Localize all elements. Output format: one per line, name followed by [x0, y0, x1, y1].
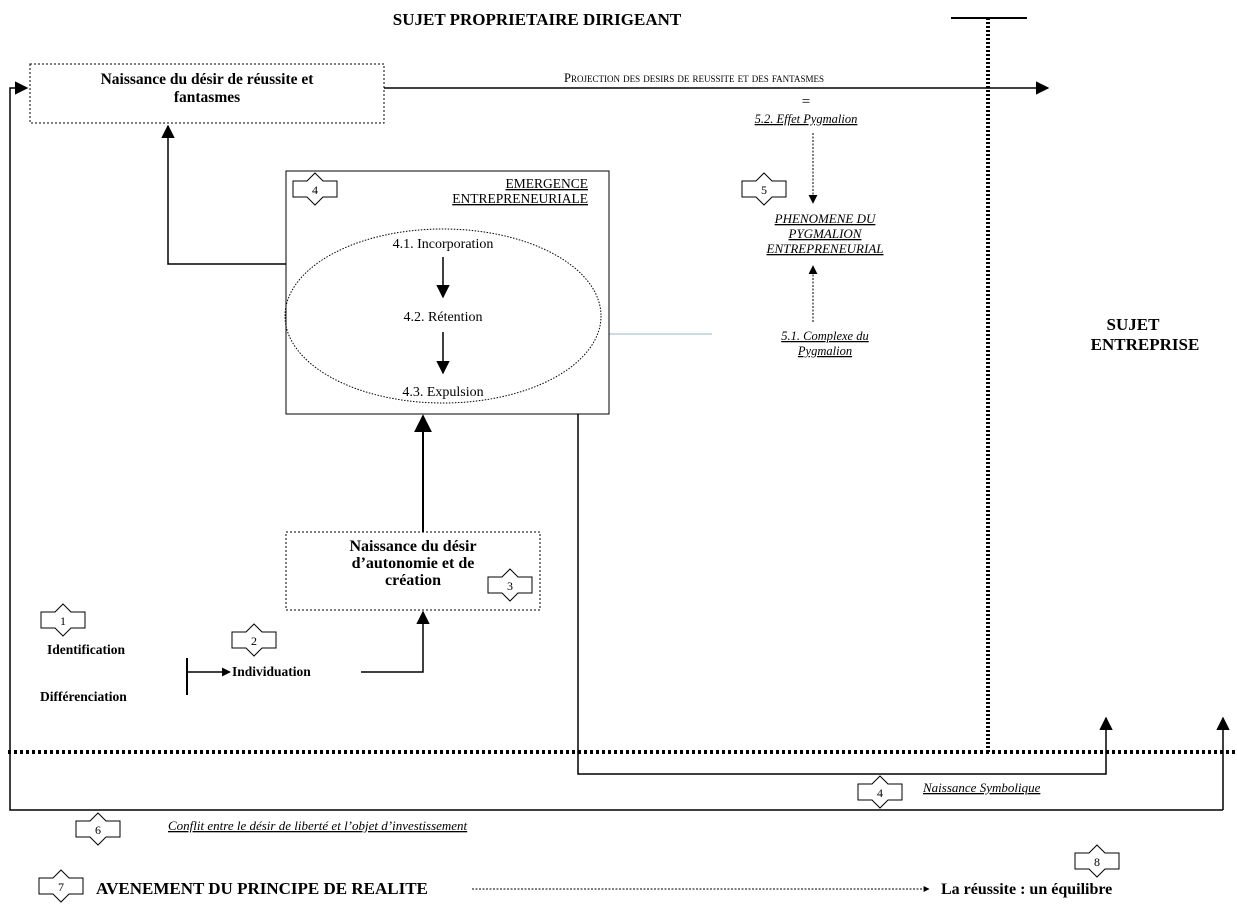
step-incorporation: 4.1. Incorporation — [393, 237, 494, 252]
badge-5-icon: 5 — [741, 172, 787, 206]
projection-label: Projection des desirs de reussite et des… — [564, 71, 824, 85]
emergence-title-line2: ENTREPRENEURIALE — [452, 191, 588, 206]
identification-label: Identification — [47, 642, 125, 657]
autonomy-box — [285, 531, 541, 611]
badge-5-number: 5 — [761, 183, 767, 197]
badge-1-number: 1 — [60, 614, 66, 628]
projection-equals: = — [802, 94, 810, 110]
company-subject-title-line1: SUJET — [1107, 315, 1161, 334]
step-retention: 4.2. Rétention — [404, 310, 483, 325]
emergence-to-top-box-arrow — [161, 124, 286, 265]
badge-2-icon: 2 — [231, 623, 277, 657]
phenomenon-line1: PHENOMENE DU — [774, 211, 877, 226]
badge-8-number: 8 — [1094, 855, 1100, 869]
badge-8-icon: 8 — [1074, 844, 1120, 878]
success-label: La réussite : un équilibre — [941, 881, 1112, 898]
top-desire-box — [29, 63, 385, 124]
autonomy-line2: d’autonomie et de — [352, 555, 475, 572]
badge-6-number: 6 — [95, 823, 101, 837]
top-desire-line2: fantasmes — [174, 89, 240, 106]
symbolic-birth-label: Naissance Symbolique — [922, 780, 1041, 795]
badge-6-icon: 6 — [75, 812, 121, 846]
badge-7-icon: 7 — [38, 869, 84, 903]
badge-2-number: 2 — [251, 634, 257, 648]
badge-3-number: 3 — [507, 579, 513, 593]
emergence-circle — [284, 228, 602, 404]
badge-4-emergence-icon: 4 — [292, 172, 338, 206]
badge-1-icon: 1 — [40, 603, 86, 637]
step-expulsion: 4.3. Expulsion — [402, 385, 483, 400]
badge-4-symbolic-number: 4 — [877, 786, 883, 800]
owner-subject-title: SUJET PROPRIETAIRE DIRIGEANT — [393, 10, 682, 29]
individuation-to-autonomy-arrow — [361, 610, 430, 673]
badge-7-number: 7 — [58, 880, 64, 894]
pygmalion-effect-label: 5.2. Effet Pygmalion — [755, 112, 858, 126]
badge-4-symbolic-icon: 4 — [857, 775, 903, 809]
complex-line2: Pygmalion — [797, 344, 852, 358]
emergence-box — [285, 170, 610, 415]
individuation-label: Individuation — [232, 664, 311, 679]
badge-4-emergence-number: 4 — [312, 183, 318, 197]
differenciation-label: Différenciation — [40, 689, 127, 704]
autonomy-line1: Naissance du désir — [349, 538, 476, 555]
conflict-label: Conflit entre le désir de liberté et l’o… — [168, 818, 468, 833]
company-subject-title-line2: ENTREPRISE — [1091, 335, 1200, 354]
top-desire-line1: Naissance du désir de réussite et — [101, 71, 315, 88]
outer-loop-line — [9, 81, 1223, 811]
symbolic-birth-line — [577, 414, 1113, 775]
emergence-title-line1: EMERGENCE — [506, 176, 589, 191]
autonomy-line3: création — [385, 572, 441, 589]
complex-line1: 5.1. Complexe du — [781, 329, 868, 343]
reality-principle-label: AVENEMENT DU PRINCIPE DE REALITE — [96, 879, 428, 898]
phenomenon-line2: PYGMALION — [788, 226, 863, 241]
badge-3-icon: 3 — [487, 568, 533, 602]
phenomenon-line3: ENTREPRENEURIAL — [766, 241, 884, 256]
